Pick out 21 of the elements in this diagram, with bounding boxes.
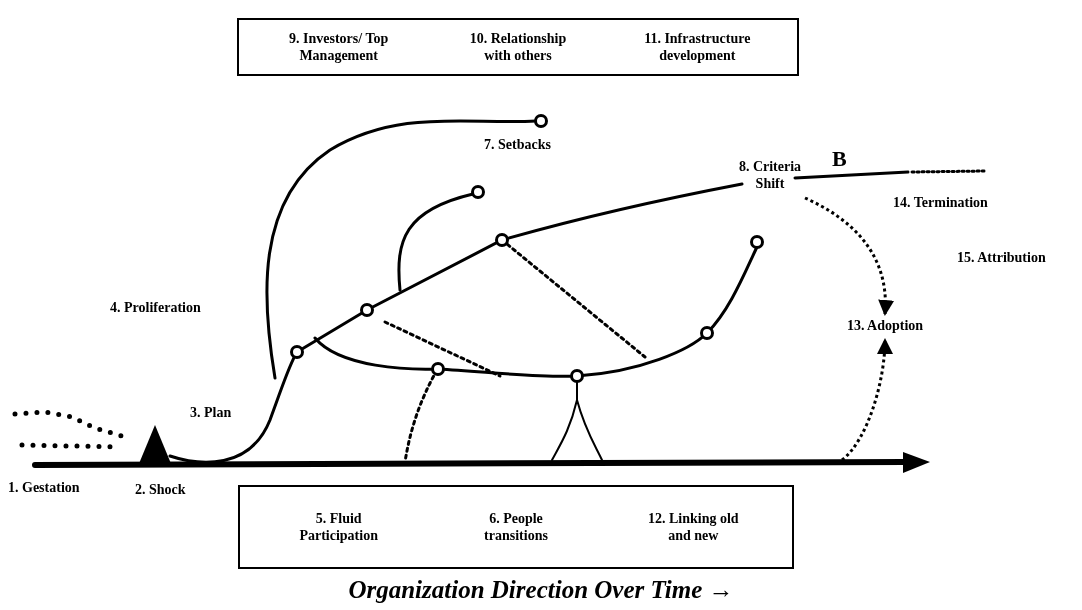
stage-label: 2. Shock [135, 482, 186, 498]
box-text: 5. Fluid Participation [298, 510, 379, 544]
stage-label: 1. Gestation [8, 480, 80, 496]
box-text: 12. Linking old and new [647, 510, 740, 544]
arrow [804, 196, 894, 316]
stage-label: 4. Proliferation [110, 300, 201, 316]
text-box [238, 485, 794, 569]
stage-label: 7. Setbacks [484, 137, 551, 153]
box-text: 11. Infrastructure development [643, 30, 752, 64]
stage-label: 8. Criteria Shift [730, 158, 810, 196]
box-text: 6. People transitions [483, 510, 549, 544]
text-box [237, 18, 799, 76]
stage-label: 14. Termination [893, 195, 988, 211]
arrow [841, 338, 893, 462]
stage-label: 13. Adoption [830, 317, 940, 337]
box-text: 10. Relationship with others [468, 30, 568, 64]
box-text: 9. Investors/ Top Management [288, 30, 390, 64]
region-letter: B [832, 146, 847, 172]
stage-label: 15. Attribution [957, 250, 1046, 266]
caption: Organization Direction Over Time → [347, 576, 735, 604]
stage-label: 3. Plan [190, 405, 232, 421]
